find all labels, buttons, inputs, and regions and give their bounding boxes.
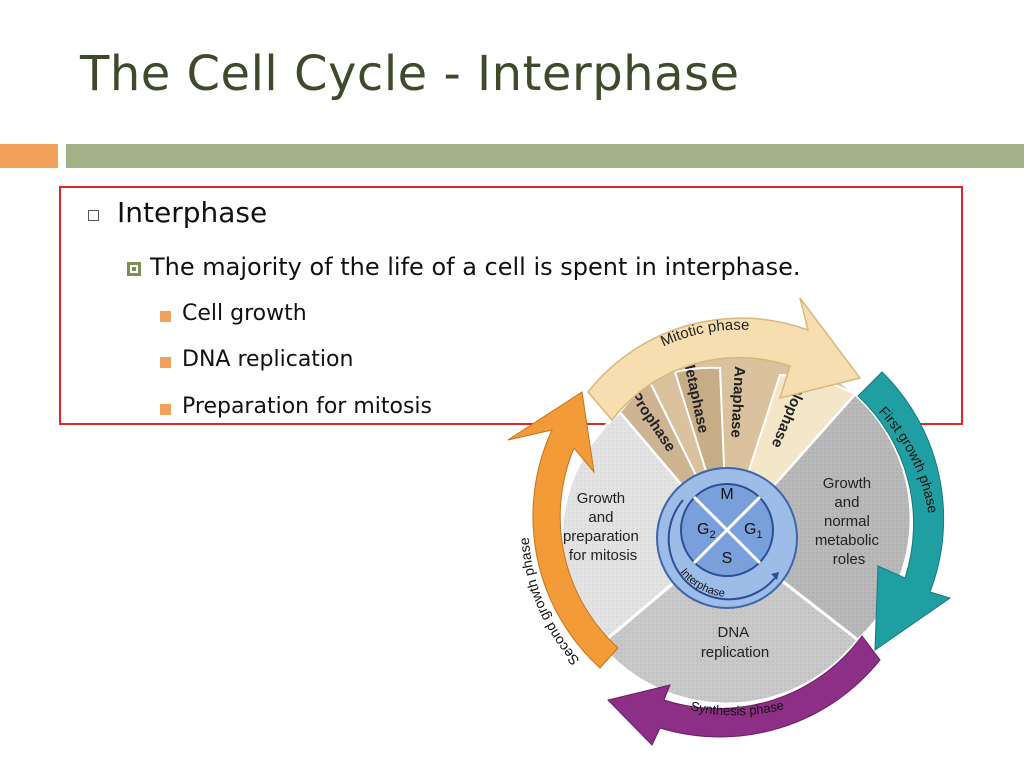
synthesis-label: Synthesis phase: [689, 697, 785, 718]
hub-divider: [692, 495, 762, 565]
bullet-filled-square-icon: [160, 404, 171, 415]
synthesis-arrow: Synthesis phase: [607, 635, 881, 746]
hub-arrow-icon: [771, 572, 779, 580]
anaphase-label: Anaphase: [727, 366, 748, 438]
bullet-filled-square-icon: [160, 357, 171, 368]
g1-sector-label: Growth and normal metabolic roles: [815, 475, 883, 568]
bullet-level3-preparation: Preparation for mitosis: [182, 394, 432, 419]
center-hub: M S G2 G1 Interphase: [656, 467, 798, 609]
g2-sector-label: Growth and preparation for mitosis: [563, 490, 643, 564]
hub-m-label: M: [720, 486, 733, 503]
content-box: [59, 186, 963, 425]
s-sector-label: DNA replication: [701, 624, 769, 661]
hub-g1-label: G1: [744, 521, 763, 541]
bullet-hollow-square-icon: [88, 210, 99, 221]
slide-title: The Cell Cycle - Interphase: [80, 46, 740, 102]
hub-arrow-icon: [667, 499, 776, 601]
bullet-level3-dna-replication: DNA replication: [182, 347, 354, 372]
bullet-level2-majority: The majority of the life of a cell is sp…: [150, 253, 801, 281]
hub-g2-label: G2: [697, 521, 716, 541]
hub-s-label: S: [722, 550, 733, 567]
bullet-filled-square-icon: [160, 311, 171, 322]
bullet-framed-square-icon: [127, 262, 141, 276]
bullet-level3-cell-growth: Cell growth: [182, 301, 307, 326]
sector-descriptions: Growth and preparation for mitosis Growt…: [563, 475, 883, 661]
title-accent-bar-orange: [0, 144, 58, 168]
bullet-level1-interphase: Interphase: [117, 196, 268, 229]
title-accent-bar-green: [66, 144, 1024, 168]
mitotic-phase-arrow: Mitotic phase: [587, 297, 862, 422]
s-sector: [597, 536, 861, 706]
wheel-sectors: [559, 351, 913, 706]
